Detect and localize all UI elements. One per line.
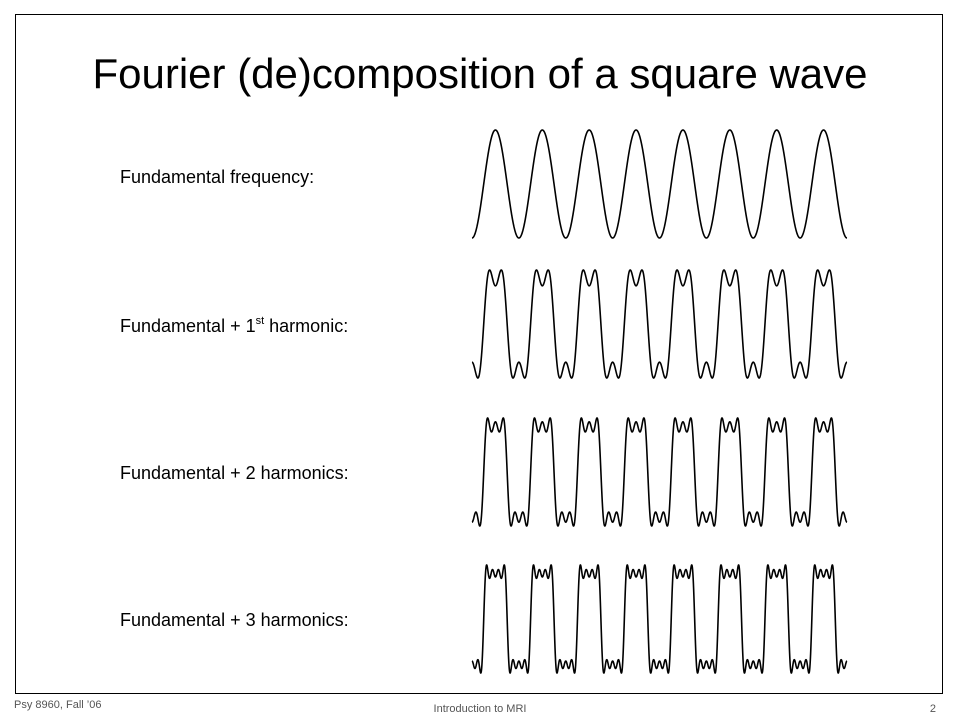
row-label-fundamental: Fundamental frequency: bbox=[120, 167, 315, 187]
waveform-fundamental-plus-2-harmonics bbox=[471, 417, 848, 527]
row-label-1-harmonic: Fundamental + 1st harmonic: bbox=[120, 315, 348, 337]
row-label-3-harmonics: Fundamental + 3 harmonics: bbox=[120, 610, 349, 630]
waveform-panel bbox=[471, 129, 848, 674]
row-label-2-harmonics: Fundamental + 2 harmonics: bbox=[120, 463, 349, 483]
row-label-1-harmonic-post: harmonic: bbox=[264, 316, 349, 336]
footer-course: Psy 8960, Fall ’06 bbox=[14, 699, 102, 711]
waveform-fundamental bbox=[471, 129, 848, 239]
waveform-fundamental-plus-1-harmonic bbox=[471, 269, 848, 379]
page-number: 2 bbox=[929, 703, 936, 715]
row-label-1-harmonic-sup: st bbox=[255, 315, 265, 327]
row-label-1-harmonic-pre: Fundamental + 1 bbox=[120, 316, 256, 336]
waveform-fundamental-plus-3-harmonics bbox=[471, 564, 848, 674]
slide-title: Fourier (de)composition of a square wave bbox=[92, 50, 868, 97]
slide-frame bbox=[15, 14, 943, 694]
footer-title: Introduction to MRI bbox=[433, 703, 527, 715]
